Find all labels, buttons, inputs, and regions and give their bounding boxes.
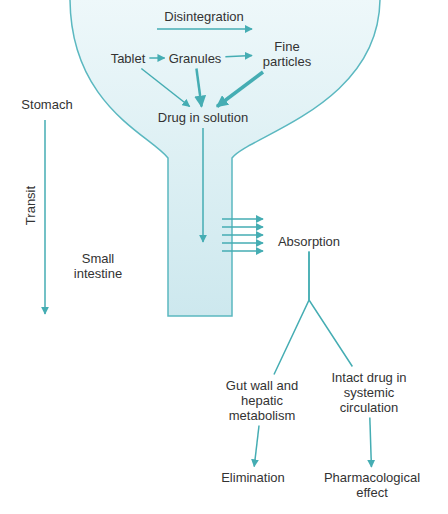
stage-label: Fine particles: [254, 38, 320, 70]
process-label: Absorption: [276, 233, 342, 250]
flow-arrow: [196, 69, 201, 107]
node-text: Intact drug in systemic circulation: [328, 370, 410, 415]
process-title: Disintegration: [164, 9, 244, 24]
disintegration-arrow: [157, 28, 252, 30]
node-text: Fine particles: [256, 39, 318, 69]
node-text: Absorption: [278, 234, 340, 249]
flow-arrow: [309, 252, 352, 367]
absorption-arrows: [222, 219, 263, 251]
outcome-label: Intact drug in systemic circulation: [326, 369, 412, 416]
result-label: Elimination: [219, 469, 287, 486]
flow-arrow: [149, 57, 164, 59]
node-text: Gut wall and hepatic metabolism: [224, 378, 300, 423]
transit-arrow: [44, 120, 46, 314]
flow-arrow: [370, 418, 372, 468]
result-label: Pharmacological effect: [314, 469, 430, 501]
organ-label: Small intestine: [67, 251, 129, 281]
outcome-label: Gut wall and hepatic metabolism: [222, 377, 302, 424]
flow-arrow: [274, 252, 309, 375]
process-label: Drug in solution: [156, 109, 250, 126]
node-text: Drug in solution: [158, 110, 248, 125]
organ-label: Stomach: [21, 97, 72, 112]
node-text: Granules: [169, 51, 222, 66]
descent-arrow: [202, 128, 204, 242]
stage-label: Tablet: [109, 50, 148, 67]
stage-label: Granules: [167, 50, 224, 67]
flow-arrow: [225, 56, 252, 57]
flow-arrow: [217, 72, 263, 107]
node-text: Elimination: [221, 470, 285, 485]
axis-label: Transit: [24, 185, 39, 224]
flow-arrow: [141, 69, 189, 107]
flow-arrow: [254, 426, 259, 467]
node-text: Tablet: [111, 51, 146, 66]
node-text: Pharmacological effect: [316, 470, 428, 500]
